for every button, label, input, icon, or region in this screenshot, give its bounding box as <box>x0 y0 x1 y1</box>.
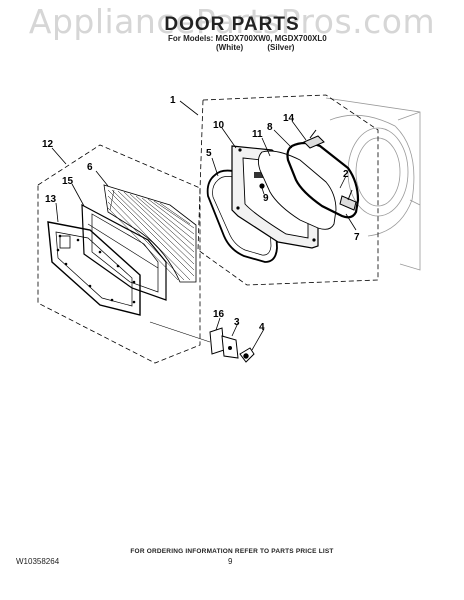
callout-numbers: 1 2 3 4 5 6 7 8 9 10 11 12 13 14 15 16 <box>42 95 360 333</box>
dryer-cabinet-outline <box>325 97 421 271</box>
variant-silver: (Silver) <box>267 43 295 52</box>
callout-leaders <box>51 100 357 351</box>
callout-1: 1 <box>170 95 176 106</box>
page-title: DOOR PARTS <box>164 14 300 35</box>
model-variants: (White) (Silver) <box>216 43 316 52</box>
assembly-box-12 <box>37 144 201 364</box>
part-13-outer-panel <box>47 221 141 316</box>
callout-5: 5 <box>206 148 212 159</box>
callout-13: 13 <box>45 194 57 205</box>
page-number: 9 <box>228 557 233 566</box>
part-15-inner-panel <box>81 203 167 301</box>
callout-7: 7 <box>354 232 360 243</box>
callout-10: 10 <box>213 120 225 131</box>
part-6-insulation <box>103 184 197 283</box>
part-16-hinge-plate <box>209 327 225 355</box>
part-2-strike <box>339 189 357 211</box>
callout-15: 15 <box>62 176 74 187</box>
callout-12: 12 <box>42 139 54 150</box>
document-code: W10358264 <box>16 557 60 566</box>
part-3-hinge <box>221 335 239 359</box>
model-list: For Models: MGDX700XW0, MGDX700XL0 <box>168 34 327 43</box>
callout-6: 6 <box>87 162 93 173</box>
callout-3: 3 <box>234 317 240 328</box>
part-11-glass <box>257 150 337 230</box>
part-9-screw <box>259 183 265 189</box>
ordering-note: FOR ORDERING INFORMATION REFER TO PARTS … <box>130 548 334 555</box>
panel-13-holes <box>56 234 136 304</box>
watermark-logo: AppliancePartsPros.com <box>28 2 436 41</box>
variant-white: (White) <box>216 43 244 52</box>
part-4-screw <box>239 347 255 363</box>
callout-2: 2 <box>343 169 349 180</box>
callout-4: 4 <box>259 322 265 333</box>
callout-11: 11 <box>252 129 263 140</box>
callout-9: 9 <box>263 193 269 204</box>
assembly-box-1 <box>197 94 379 286</box>
part-8-gasket <box>286 141 360 219</box>
callout-8: 8 <box>267 122 273 133</box>
part-14-hinge <box>303 129 325 149</box>
callout-16: 16 <box>213 309 225 320</box>
callout-14: 14 <box>283 113 295 124</box>
